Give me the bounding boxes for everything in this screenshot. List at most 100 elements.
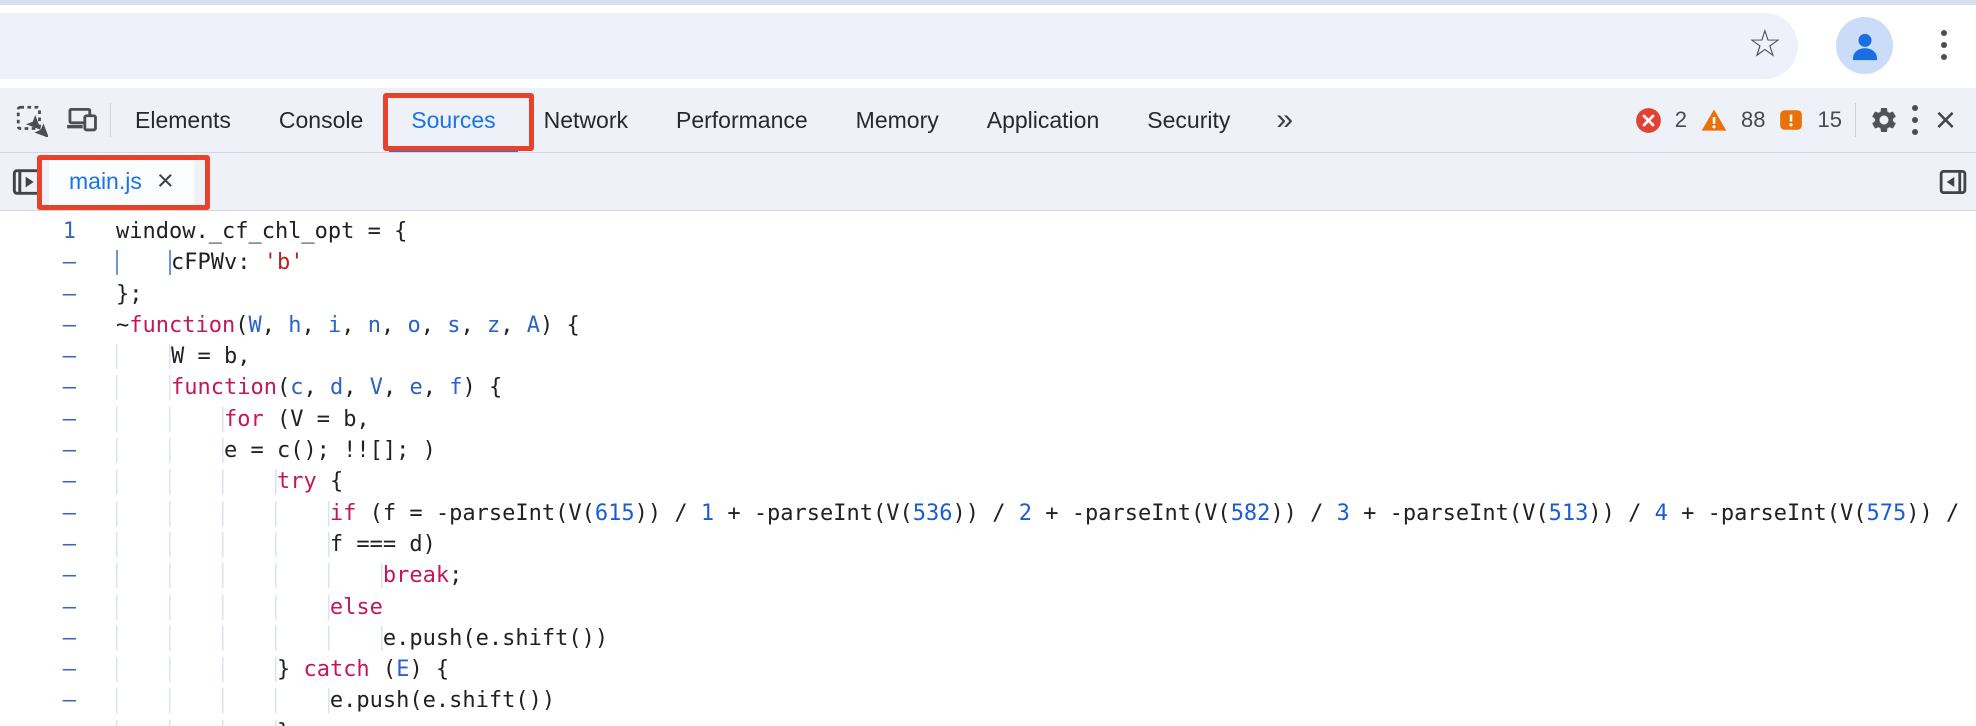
devtools-close-icon[interactable]: × [1934, 99, 1956, 140]
tab-security[interactable]: Security [1123, 88, 1254, 152]
line-number[interactable]: – [62, 531, 76, 557]
device-toolbar-icon[interactable] [64, 103, 100, 137]
indent-guides [116, 657, 277, 683]
indent-guides [116, 500, 330, 526]
file-tab-mainjs[interactable]: main.js × [37, 153, 210, 210]
code-line-content: W = b, [76, 341, 250, 372]
indent-guides [116, 375, 171, 401]
tab-label: Security [1147, 106, 1231, 133]
tab-label: Sources [411, 106, 496, 133]
code-line[interactable]: – else [0, 592, 1976, 623]
devtools-toolbar: Elements Console Sources Network Performance… [0, 88, 1976, 153]
code-line-content: for (V = b, [76, 404, 370, 435]
code-line-content: e = c(); !![]; ) [76, 435, 436, 466]
tab-label: Elements [135, 106, 231, 133]
code-line[interactable]: – cFPWv: 'b' [0, 247, 1976, 278]
line-number[interactable]: – [62, 657, 76, 683]
indent-guides [116, 250, 171, 276]
issues-badge-icon[interactable] [1778, 107, 1804, 133]
code-line-content: e.push(e.shift()) [76, 685, 555, 716]
line-number[interactable]: 1 [62, 219, 76, 244]
code-line-content: window._cf_chl_opt = { [116, 219, 408, 244]
bookmark-star-icon[interactable]: ☆ [1747, 23, 1782, 66]
code-line[interactable]: – function(c, d, V, e, f) { [0, 372, 1976, 403]
line-number[interactable]: – [62, 500, 76, 526]
indent-guides [116, 438, 224, 464]
code-line[interactable]: – f === d) [0, 529, 1976, 560]
code-line[interactable]: – if (f = -parseInt(V(615)) / 1 + -parse… [0, 498, 1976, 529]
tab-performance[interactable]: Performance [652, 88, 832, 152]
debugger-panel-toggle-icon[interactable] [1938, 153, 1968, 210]
code-line[interactable]: 1 window._cf_chl_opt = { [0, 216, 1976, 247]
code-line-content: function(c, d, V, e, f) { [76, 372, 502, 403]
sources-file-tabbar: main.js × [0, 153, 1976, 211]
devtools-menu-icon[interactable] [1911, 105, 1918, 135]
browser-tab-strip [0, 0, 1976, 5]
warning-badge-icon[interactable] [1700, 107, 1728, 134]
code-line[interactable]: – try { [0, 466, 1976, 497]
tab-label: Performance [676, 106, 808, 133]
error-badge-icon[interactable] [1635, 107, 1662, 134]
code-line[interactable]: – W = b, [0, 341, 1976, 372]
indent-guides [116, 594, 330, 620]
line-number[interactable]: – [62, 375, 76, 401]
code-line-content: cFPWv: 'b' [76, 247, 303, 278]
inspect-element-icon[interactable] [14, 103, 48, 137]
error-count[interactable]: 2 [1674, 107, 1687, 132]
indent-guides [116, 563, 383, 589]
code-line[interactable]: – e = c(); !![]; ) [0, 435, 1976, 466]
code-line[interactable]: – e.push(e.shift()) [0, 685, 1976, 716]
line-number[interactable]: – [62, 563, 76, 589]
line-number[interactable]: – [62, 344, 76, 370]
toolbar-left-icons [0, 88, 110, 152]
line-number[interactable]: – [62, 594, 76, 620]
tab-sources[interactable]: Sources [383, 88, 534, 152]
tab-elements[interactable]: Elements [111, 88, 255, 152]
line-number[interactable]: – [0, 717, 76, 726]
address-bar[interactable]: ☆ [0, 13, 1798, 79]
code-line[interactable]: – } [0, 717, 1976, 726]
line-number[interactable]: – [62, 312, 76, 338]
tab-console[interactable]: Console [255, 88, 387, 152]
code-line-content: f === d) [76, 529, 436, 560]
code-line[interactable]: – } catch (E) { [0, 654, 1976, 685]
code-line[interactable]: – e.push(e.shift()) [0, 623, 1976, 654]
settings-gear-icon[interactable] [1869, 105, 1899, 135]
tab-label: Memory [855, 106, 939, 133]
line-number[interactable]: – [62, 469, 76, 495]
tab-label: Console [278, 106, 364, 133]
line-number[interactable]: – [62, 250, 76, 276]
code-line[interactable]: – break; [0, 560, 1976, 591]
line-number[interactable]: – [62, 438, 76, 464]
code-line-content: ~function(W, h, i, n, o, s, z, A) { [116, 312, 580, 338]
tab-label: Network [543, 106, 628, 133]
code-line[interactable]: –}; [0, 279, 1976, 310]
profile-avatar[interactable] [1836, 17, 1893, 74]
browser-menu-icon[interactable] [1941, 30, 1947, 60]
tab-memory[interactable]: Memory [832, 88, 963, 152]
navigator-panel-toggle-icon[interactable] [0, 153, 49, 210]
tab-application[interactable]: Application [963, 88, 1124, 152]
more-tabs-chevron-icon[interactable]: » [1276, 103, 1294, 136]
tab-network[interactable]: Network [520, 88, 652, 152]
code-line-content: if (f = -parseInt(V(615)) / 1 + -parseIn… [76, 498, 1959, 529]
line-number[interactable]: – [62, 281, 76, 307]
line-number[interactable]: – [62, 406, 76, 432]
code-line-content: try { [76, 466, 343, 497]
indent-guides [116, 344, 171, 370]
line-number[interactable]: – [62, 688, 76, 714]
file-tab-close-icon[interactable]: × [156, 165, 174, 197]
issues-count[interactable]: 15 [1817, 107, 1842, 132]
line-number[interactable]: – [62, 625, 76, 651]
indent-guides [116, 406, 224, 432]
code-line[interactable]: – ~function(W, h, i, n, o, s, z, A) { [0, 310, 1976, 341]
warning-count[interactable]: 88 [1741, 107, 1766, 132]
toolbar-right-cluster: 2 88 15 × [1635, 88, 1976, 152]
tab-label: Application [986, 106, 1100, 133]
person-icon [1852, 33, 1877, 60]
code-line[interactable]: – for (V = b, [0, 404, 1976, 435]
indent-guides [116, 625, 383, 651]
